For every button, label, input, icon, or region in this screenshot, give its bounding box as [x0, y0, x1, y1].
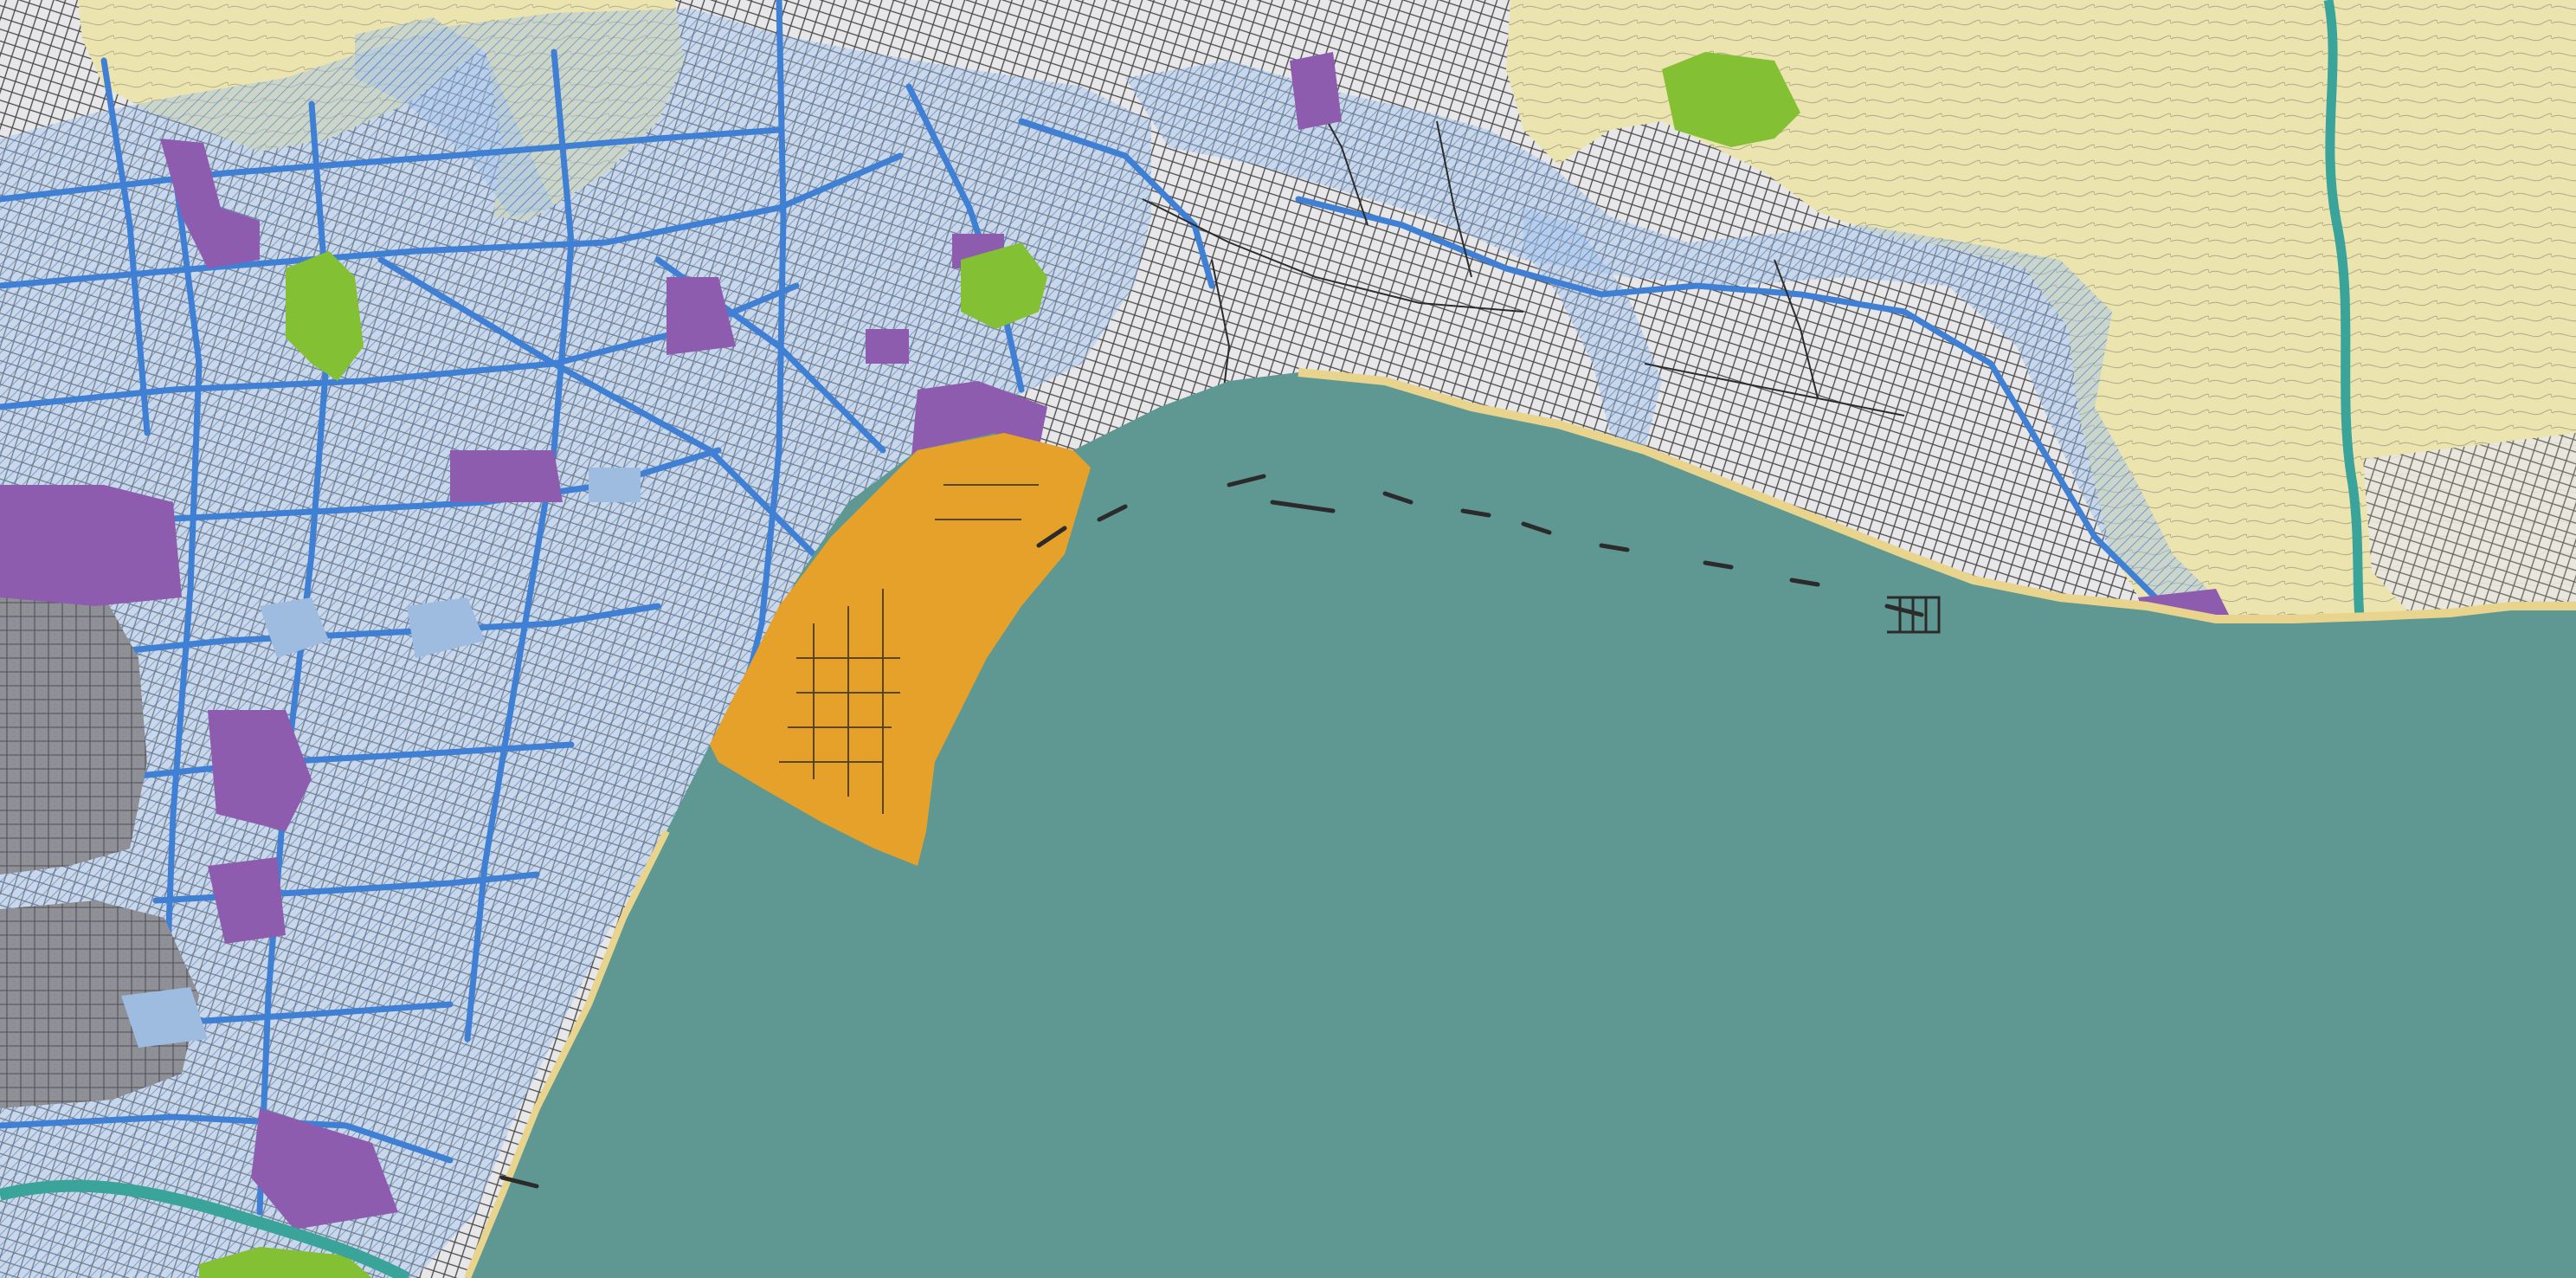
beach-strip-west: [464, 829, 670, 1278]
equipment-zone-south: [251, 1108, 398, 1230]
green-space-north-center: [961, 242, 1047, 329]
equipment-zone-southwest: [208, 710, 312, 831]
flood-pocket-3: [121, 987, 208, 1048]
equipment-zone-west: [0, 485, 182, 606]
urban-east-suburb: [2363, 433, 2576, 623]
flood-zone-northeast-corridor: [1125, 61, 2216, 606]
breakwaters: [499, 474, 1924, 1189]
equipment-zone-southwest-2: [208, 857, 286, 944]
flood-pocket-1: [260, 597, 329, 658]
green-space-northwest: [286, 251, 364, 381]
equipment-zone-university: [866, 329, 909, 364]
port-area: [710, 433, 1091, 866]
flood-pocket-4: [589, 468, 641, 502]
equipment-zone-central-north: [667, 277, 736, 355]
beach-strip: [1298, 368, 2576, 623]
river-east: [2323, 0, 2368, 646]
equipment-zone-north-hill: [1290, 52, 1342, 130]
marina-east: [1887, 596, 1941, 634]
flood-zone-north-ridge: [355, 17, 554, 216]
industrial-zone-southwest: [0, 580, 147, 875]
flood-zone-river-valley: [1523, 208, 1662, 450]
equipment-zone-northwest: [160, 139, 260, 268]
green-space-south: [199, 1247, 372, 1278]
industrial-zone-south: [0, 900, 199, 1108]
port-docks: [779, 484, 1039, 814]
hillside-east-contours: [1506, 0, 2576, 636]
flood-pocket-2: [407, 597, 485, 658]
green-space-east-hill: [1662, 52, 1800, 147]
river-west: [0, 1179, 410, 1278]
equipment-zone-center: [450, 450, 563, 502]
